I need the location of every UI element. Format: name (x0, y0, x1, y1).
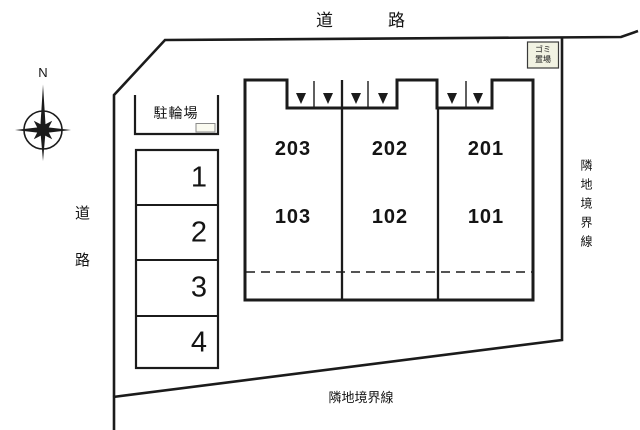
unit-label-203: 203 (274, 138, 312, 160)
bicycle-parking-label: 駐輪場 (153, 105, 199, 121)
entrance-arrow-icon (473, 93, 483, 104)
garbage-area-label-line2: 置場 (535, 55, 551, 64)
unit-label-202: 202 (371, 138, 409, 160)
road-label-left: 道路 (73, 205, 90, 299)
parking-space-number-3: 3 (190, 271, 207, 304)
site-boundary-road-line (112, 29, 639, 430)
compass-north-label: N (38, 65, 48, 80)
entrance-arrow-icon (323, 93, 333, 104)
garbage-area-label: ゴミ 置場 (535, 45, 551, 65)
road-label-top: 道路 (316, 11, 460, 30)
building-outline (243, 78, 535, 302)
parking-space-number-2: 2 (190, 216, 207, 249)
bicycle-parking-marker (195, 123, 216, 133)
entrance-arrow-icon (378, 93, 388, 104)
entrance-arrow-icon (296, 93, 306, 104)
site-boundary-adjacent-line (112, 38, 564, 399)
entrance-arrow-icon (447, 93, 457, 104)
adjacent-boundary-label-bottom: 隣地境界線 (328, 390, 394, 405)
parking-space-number-1: 1 (190, 161, 207, 194)
unit-label-102: 102 (371, 206, 409, 228)
garbage-area-box (526, 41, 560, 69)
adjacent-boundary-label-right: 隣地境界線 (579, 159, 593, 254)
bicycle-parking-area (133, 95, 220, 136)
unit-label-201: 201 (467, 138, 505, 160)
entrance-arrow-icon (351, 93, 361, 104)
unit-label-103: 103 (274, 206, 312, 228)
unit-label-101: 101 (467, 206, 505, 228)
compass-icon (15, 84, 71, 161)
parking-space-number-4: 4 (190, 326, 207, 359)
garbage-area-label-line1: ゴミ (535, 45, 551, 54)
